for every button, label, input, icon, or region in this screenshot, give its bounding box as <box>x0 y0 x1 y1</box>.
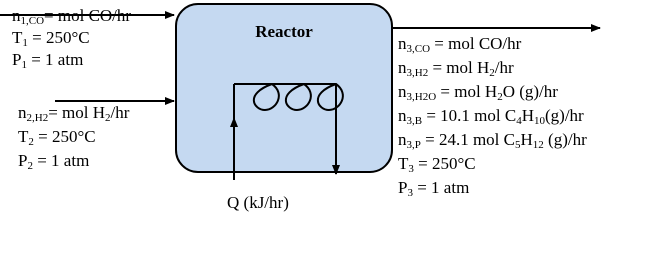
stream2-flow: n2,H2= mol H2/hr <box>18 103 130 124</box>
stream3-pressure: P3 = 1 atm <box>398 178 470 199</box>
stream3-h2-flow: n3,H2 = mol H2/hr <box>398 58 514 79</box>
stream3-butane-flow: n3,B = 10.1 mol C4H10(g)/hr <box>398 106 584 127</box>
heat-duty-label: Q (kJ/hr) <box>227 193 289 212</box>
reactor-label: Reactor <box>255 22 313 41</box>
stream2-pressure: P2 = 1 atm <box>18 151 90 172</box>
stream3-co-flow: n3,CO = mol CO/hr <box>398 34 522 55</box>
reactor-vessel <box>175 3 393 173</box>
stream1-flow: n1,CO= mol CO/hr <box>12 6 132 27</box>
stream3-h2o-flow: n3,H2O = mol H2O (g)/hr <box>398 82 558 103</box>
stream3-pentane-flow: n3,P = 24.1 mol C5H12 (g)/hr <box>398 130 587 151</box>
stream3-temperature: T3 = 250°C <box>398 154 476 175</box>
stream1-pressure: P1 = 1 atm <box>12 50 84 71</box>
stream1-temperature: T1 = 250°C <box>12 28 90 49</box>
stream2-temperature: T2 = 250°C <box>18 127 96 148</box>
